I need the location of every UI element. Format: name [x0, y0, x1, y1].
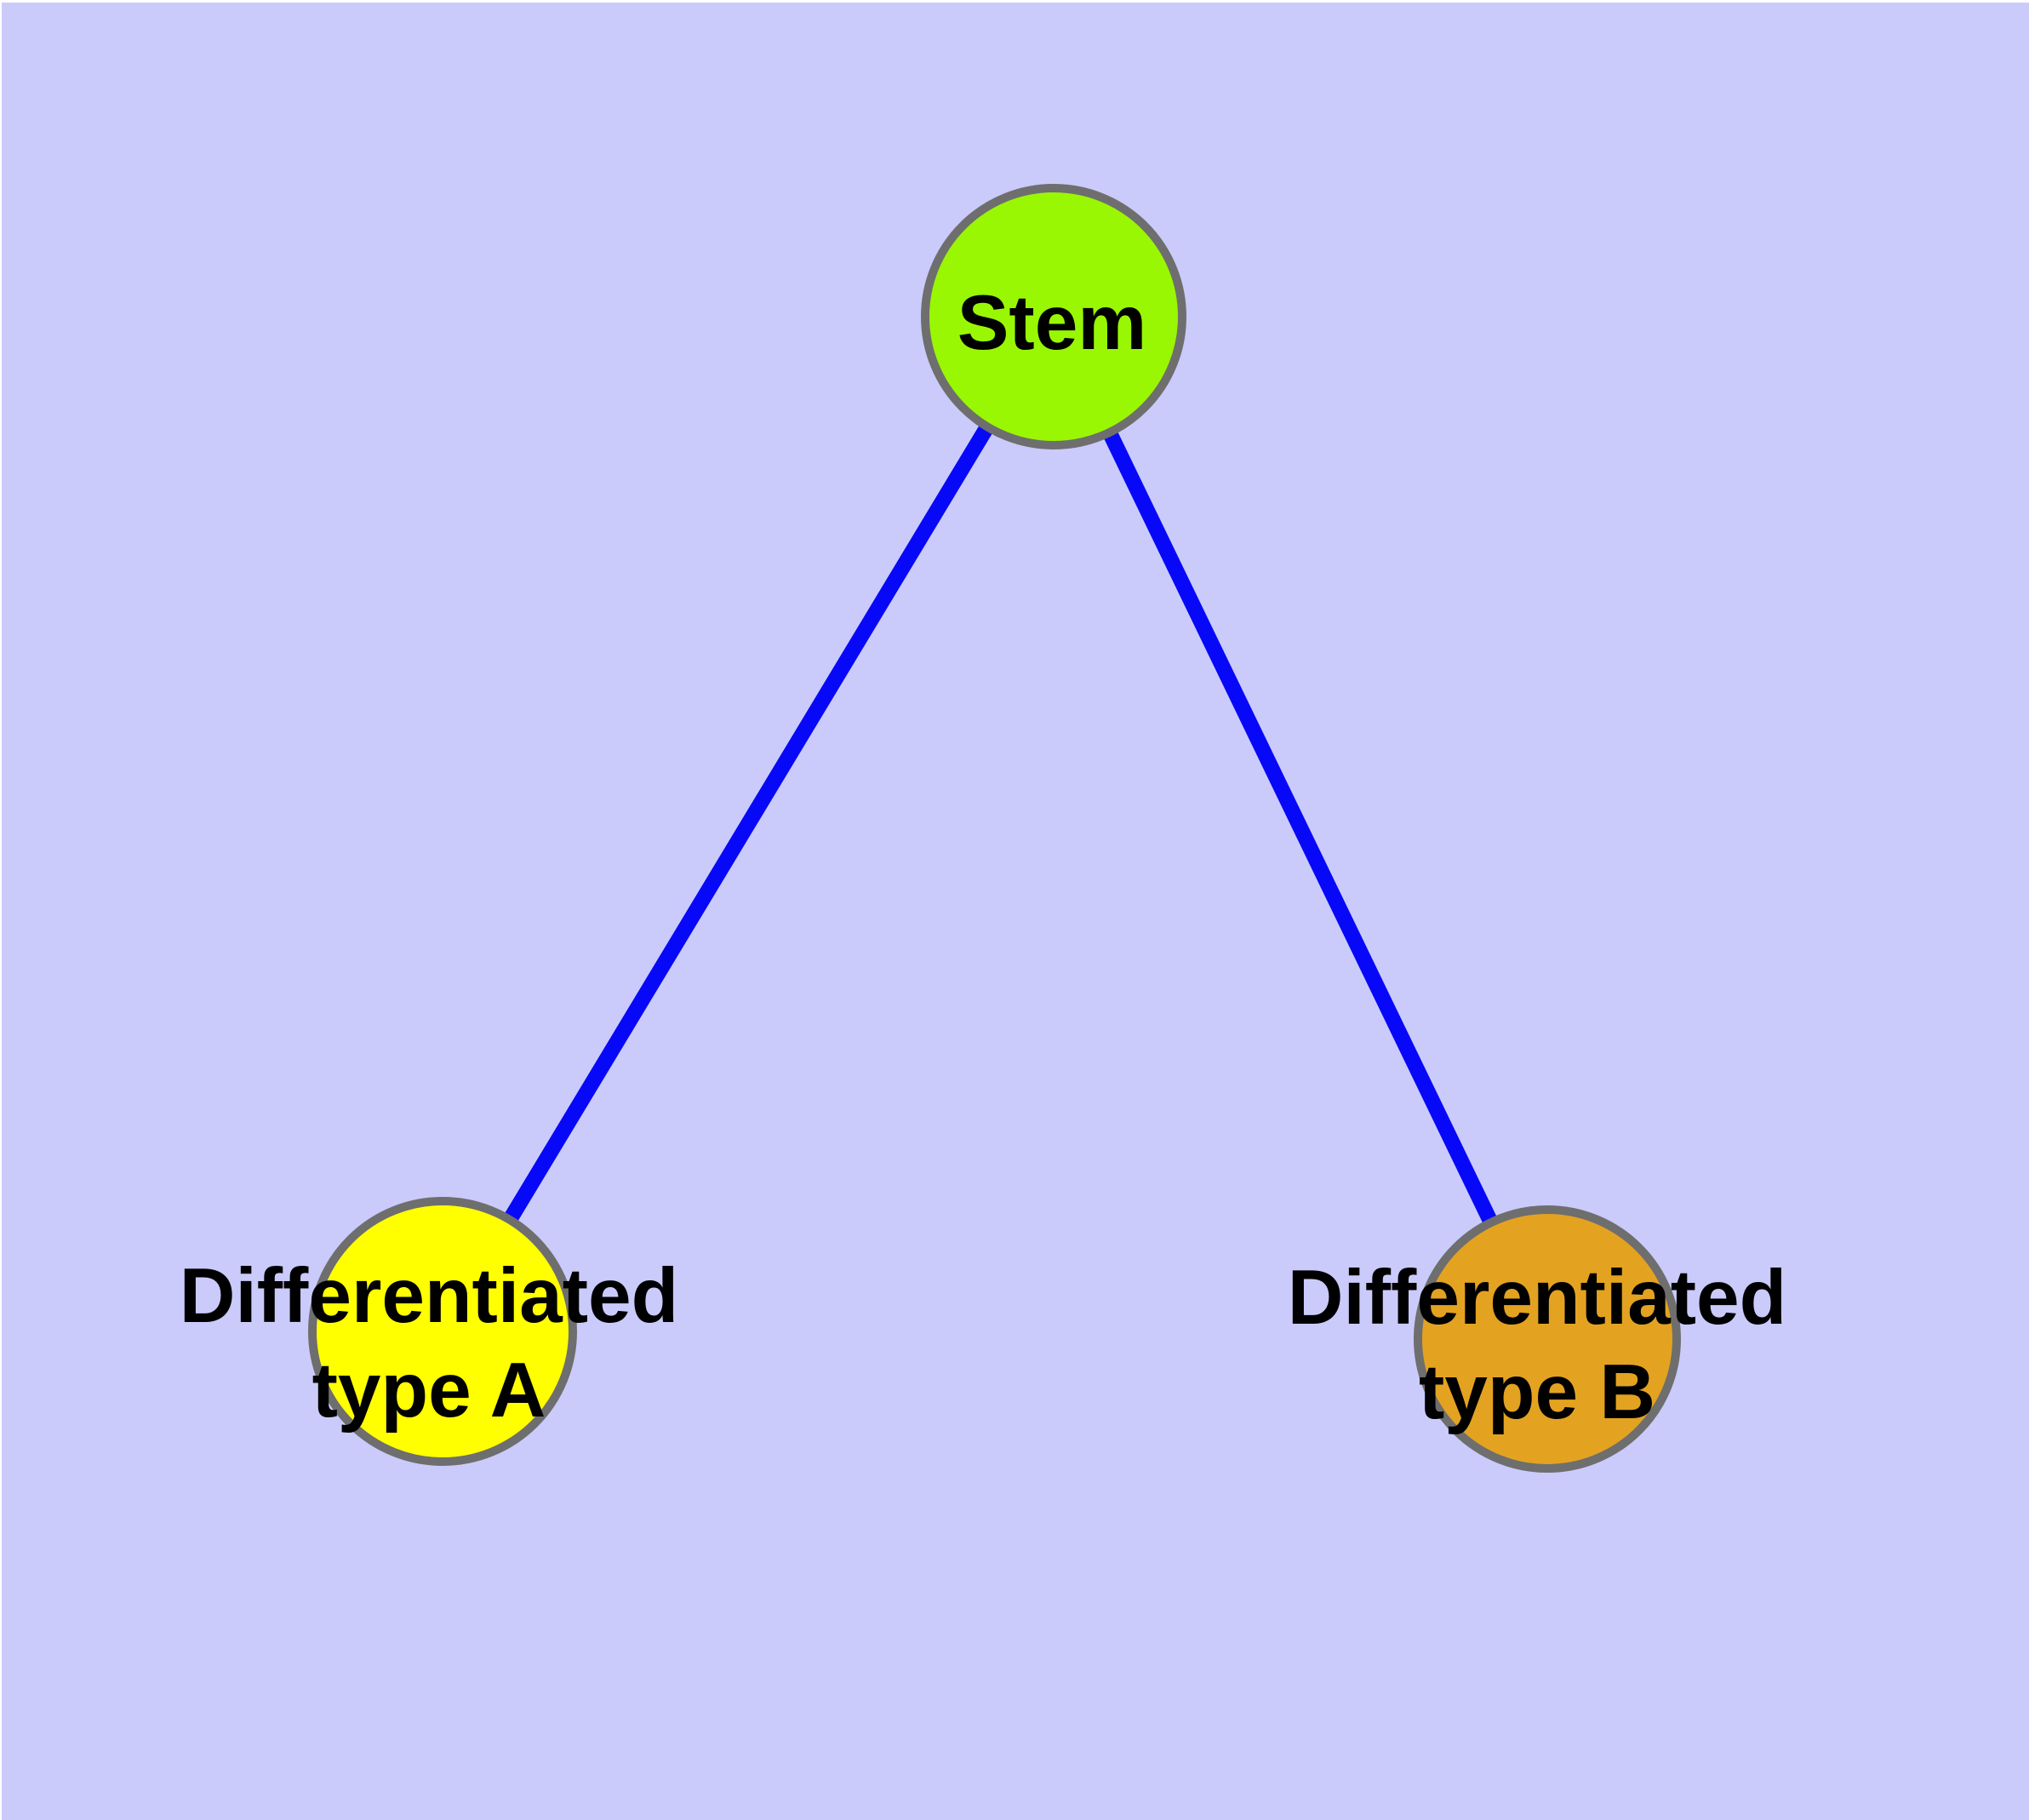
node-stem-circle	[921, 184, 1186, 449]
node-type-b-label-line2: type B	[1419, 1349, 1655, 1435]
node-stem-label: Stem	[957, 280, 1147, 366]
node-type-b-circle	[1414, 1205, 1681, 1473]
node-type-b-label-line1: Differentiated	[1288, 1255, 1787, 1341]
edge-stem-to-type-a	[436, 312, 1060, 1336]
node-differentiated-type-b	[1414, 1205, 1681, 1473]
node-stem	[921, 184, 1186, 449]
node-differentiated-type-a	[308, 1197, 577, 1466]
node-type-a-circle	[308, 1197, 577, 1466]
edge-stem-to-type-b	[1046, 313, 1555, 1342]
edge-layer	[436, 312, 1555, 1342]
node-type-a-label-line1: Differentiated	[180, 1253, 679, 1339]
label-layer: Stem Differentiated type A Differentiate…	[180, 280, 1787, 1435]
node-type-a-label-line2: type A	[312, 1348, 546, 1434]
